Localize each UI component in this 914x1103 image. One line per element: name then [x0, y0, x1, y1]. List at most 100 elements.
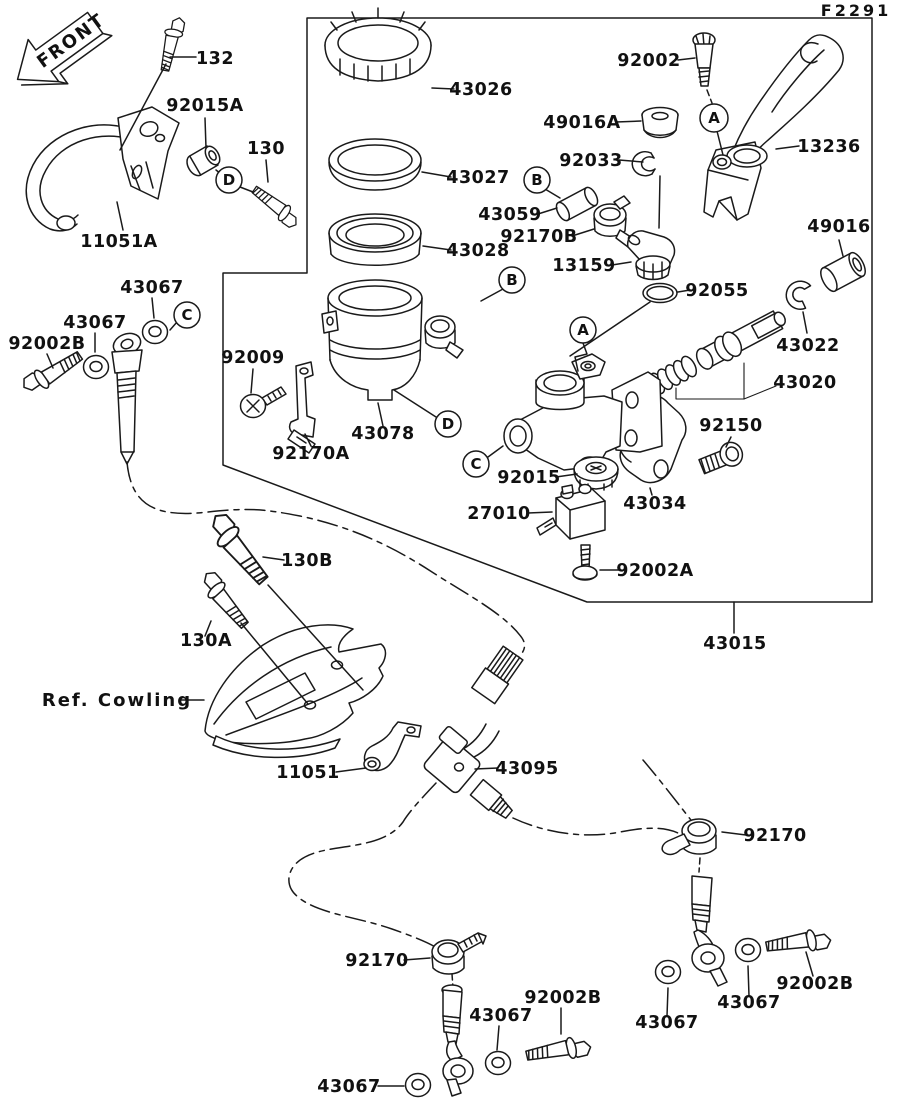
brake-lever-13236 [703, 34, 844, 221]
part-label-43067-e: 43067 [635, 1013, 698, 1033]
part-label-13159: 13159 [552, 256, 615, 276]
part-label-92002A: 92002A [616, 561, 693, 581]
tube-43059 [555, 186, 599, 222]
banjo-bolt-92002B-bottom [524, 1032, 593, 1070]
reservoir-body-43078 [321, 279, 423, 401]
part-label-92015A: 92015A [166, 96, 243, 116]
part-label-13236: 13236 [797, 137, 860, 157]
banjo-bolt-92002B-lower-right [764, 925, 833, 960]
part-label-11051: 11051 [276, 763, 339, 783]
part-label-49016A: 49016A [543, 113, 620, 133]
front-arrow: FRONT [16, 9, 113, 86]
marker-C-2: C [470, 455, 481, 473]
hose-joint-43095 [288, 645, 695, 951]
bushing-49016 [820, 251, 866, 293]
marker-A-1: A [708, 109, 720, 127]
bolt-130A [195, 568, 256, 632]
section-markers: D C B B A A C D [173, 103, 729, 478]
screw-92002A [572, 544, 598, 581]
part-label-43026: 43026 [449, 80, 512, 100]
detail-frame-box [222, 17, 873, 603]
washer-43067-bottom-left [404, 1072, 432, 1098]
cap-nut-92015 [573, 456, 619, 491]
brake-hose-upper [111, 332, 526, 662]
washer-43067-bottom-mid [484, 1050, 512, 1076]
part-label-43067-f: 43067 [717, 993, 780, 1013]
part-label-43059: 43059 [478, 205, 541, 225]
pivot-bolt-92002 [692, 32, 716, 87]
marker-D-2: D [442, 415, 454, 433]
part-label-92170B: 92170B [500, 227, 577, 247]
part-label-92170-left: 92170 [345, 951, 408, 971]
part-label-92015: 92015 [497, 468, 560, 488]
grommet-49016A [641, 106, 679, 139]
front-fender-cowling [204, 624, 387, 759]
screw-92009 [239, 386, 287, 419]
reservoir-gasket-43027 [328, 138, 422, 191]
part-label-132: 132 [196, 49, 234, 69]
master-cylinder-body [503, 353, 663, 471]
brake-hose-lower-right [661, 818, 728, 987]
marker-B-1: B [531, 171, 542, 189]
marker-B-2: B [506, 271, 517, 289]
o-ring-92055 [642, 282, 678, 304]
elbow-fitting-13159 [626, 230, 676, 281]
part-label-43095: 43095 [495, 759, 558, 779]
part-label-43028: 43028 [446, 241, 509, 261]
reservoir-diaphragm-43028 [328, 213, 422, 266]
bracket-92170A [287, 361, 316, 454]
socket-bolt-92150 [698, 441, 744, 475]
part-label-43022: 43022 [776, 336, 839, 356]
part-label-92002B-b: 92002B [524, 988, 601, 1008]
part-label-92055: 92055 [685, 281, 748, 301]
piston-assembly-43020 [648, 310, 786, 400]
brake-switch-27010 [536, 483, 606, 540]
stay-bracket-11051A [25, 106, 180, 232]
ref-cowling-label: Ref. Cowling [42, 690, 192, 711]
part-label-43067-d: 43067 [469, 1006, 532, 1026]
marker-D-1: D [223, 171, 235, 189]
part-label-43078: 43078 [351, 424, 414, 444]
marker-C-1: C [181, 306, 192, 324]
part-label-92170-right: 92170 [743, 826, 806, 846]
part-label-130B: 130B [281, 551, 333, 571]
part-label-43015: 43015 [703, 634, 766, 654]
part-label-130: 130 [247, 139, 285, 159]
bracket-11051 [363, 721, 422, 772]
leader-lines [46, 56, 844, 1087]
clamp-92170-left [431, 932, 487, 975]
part-label-27010: 27010 [467, 504, 530, 524]
snap-ring-92033 [631, 151, 656, 177]
clamp-92170-right [661, 818, 717, 856]
part-label-92002B-a: 92002B [8, 334, 85, 354]
part-labels: 132 92015A 130 11051A 43067 43067 92002B… [8, 49, 870, 1097]
part-label-43020: 43020 [773, 373, 836, 393]
washer-43067-lower-mid [654, 959, 682, 985]
figure-code: F2291 [821, 1, 891, 20]
brake-hose-lower-left [431, 932, 487, 1097]
part-label-92150: 92150 [699, 416, 762, 436]
part-label-92002B-c: 92002B [776, 974, 853, 994]
part-label-43067-a: 43067 [120, 278, 183, 298]
bolt-132 [157, 15, 186, 74]
part-label-43034: 43034 [623, 494, 686, 514]
bolt-130 [247, 183, 304, 231]
part-label-92170A: 92170A [272, 444, 349, 464]
part-label-43027: 43027 [446, 168, 509, 188]
collar-92015A [186, 145, 221, 177]
marker-A-2: A [577, 321, 589, 339]
part-label-11051A: 11051A [80, 232, 157, 252]
reservoir-cap-43026 [324, 7, 432, 82]
part-label-43067-b: 43067 [63, 313, 126, 333]
washer-43067-upper-right [141, 319, 169, 345]
part-label-92002: 92002 [617, 51, 680, 71]
front-arrow-label: FRONT [33, 9, 109, 72]
e-clip-43022 [785, 280, 812, 310]
part-label-43067-c: 43067 [317, 1077, 380, 1097]
washer-43067-upper-left [82, 354, 110, 380]
clamp-92170B-reservoir [424, 315, 464, 359]
part-label-92009: 92009 [221, 348, 284, 368]
part-label-49016: 49016 [807, 217, 870, 237]
